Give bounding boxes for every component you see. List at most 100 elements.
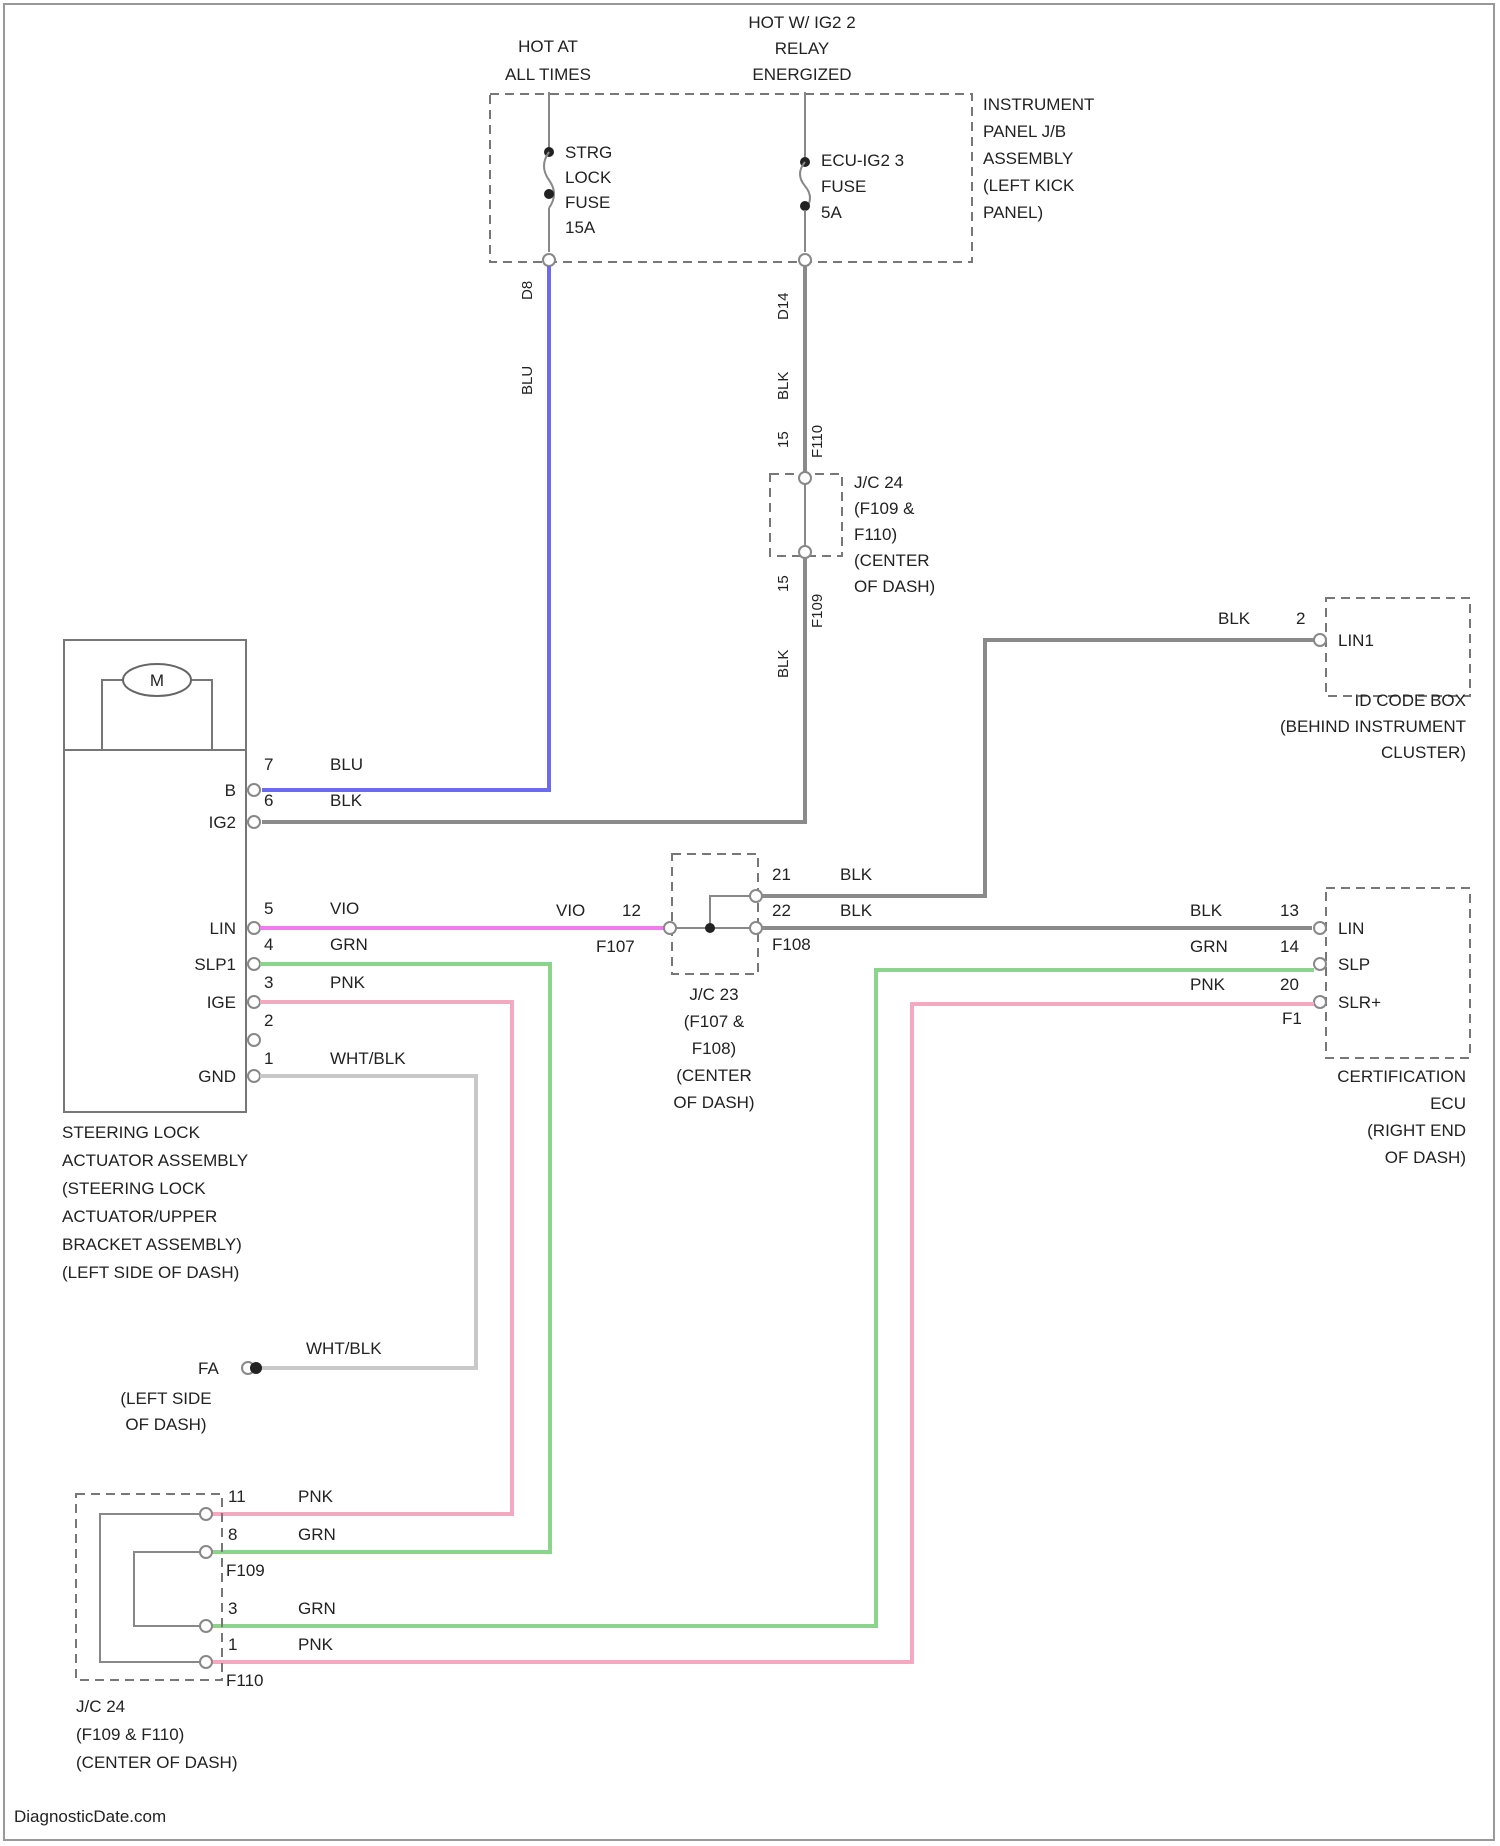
cert-ecu-pins xyxy=(1314,922,1326,1008)
svg-text:STEERING LOCK: STEERING LOCK xyxy=(62,1123,201,1142)
jc23-box xyxy=(672,854,758,974)
jc23-title: J/C 23 (F107 & F108) (CENTER OF DASH) xyxy=(673,985,754,1112)
label-f109: F109 xyxy=(809,594,826,628)
jb-pin-d8 xyxy=(543,254,555,266)
svg-text:(F109 &: (F109 & xyxy=(854,499,915,518)
svg-text:5A: 5A xyxy=(821,203,842,222)
label-f110-top: F110 xyxy=(809,425,826,458)
actuator-title: STEERING LOCK ACTUATOR ASSEMBLY (STEERIN… xyxy=(62,1123,248,1282)
label-blu-vertical: BLU xyxy=(519,366,536,395)
svg-text:BRACKET ASSEMBLY): BRACKET ASSEMBLY) xyxy=(62,1235,242,1254)
fuse-1-terminal-bottom xyxy=(544,189,554,199)
svg-text:J/C 24: J/C 24 xyxy=(854,473,903,492)
svg-text:F110): F110) xyxy=(854,525,897,544)
svg-text:SLR+: SLR+ xyxy=(1338,993,1381,1012)
svg-text:J/C 23: J/C 23 xyxy=(689,985,738,1004)
wire-grn-slp xyxy=(212,970,1314,1626)
svg-text:RELAY: RELAY xyxy=(775,39,830,58)
svg-text:2: 2 xyxy=(264,1011,273,1030)
svg-text:3: 3 xyxy=(264,973,273,992)
actuator-body xyxy=(64,640,246,1112)
svg-text:CLUSTER): CLUSTER) xyxy=(1381,743,1466,762)
svg-text:VIO: VIO xyxy=(330,899,359,918)
jc23-branch xyxy=(710,896,750,928)
wire-blu-strg-lock xyxy=(262,266,549,790)
hot-at-all-times-label: HOT AT ALL TIMES xyxy=(505,37,591,84)
jc24-bottom-title: J/C 24 (F109 & F110) (CENTER OF DASH) xyxy=(76,1697,238,1772)
hot-with-ig2-relay-label: HOT W/ IG2 2 RELAY ENERGIZED xyxy=(748,13,855,84)
svg-text:ASSEMBLY: ASSEMBLY xyxy=(983,149,1073,168)
svg-text:IG2: IG2 xyxy=(209,813,236,832)
ground-id: FA xyxy=(198,1359,219,1378)
svg-text:IGE: IGE xyxy=(207,993,236,1012)
svg-text:HOT W/ IG2 2: HOT W/ IG2 2 xyxy=(748,13,855,32)
svg-text:ALL TIMES: ALL TIMES xyxy=(505,65,591,84)
svg-text:LIN: LIN xyxy=(210,919,236,938)
jc23-pin-in xyxy=(664,922,676,934)
jc23-f108: F108 xyxy=(772,935,811,954)
ground-title: (LEFT SIDE OF DASH) xyxy=(120,1389,211,1434)
svg-text:WHT/BLK: WHT/BLK xyxy=(330,1049,406,1068)
svg-text:(LEFT SIDE OF DASH): (LEFT SIDE OF DASH) xyxy=(62,1263,239,1282)
svg-text:PANEL J/B: PANEL J/B xyxy=(983,122,1066,141)
fuse-2-terminal-bottom xyxy=(800,201,810,211)
svg-text:4: 4 xyxy=(264,935,273,954)
svg-text:GND: GND xyxy=(198,1067,236,1086)
svg-text:14: 14 xyxy=(1280,937,1299,956)
svg-text:HOT AT: HOT AT xyxy=(518,37,578,56)
svg-text:STRG: STRG xyxy=(565,143,612,162)
label-blk-vertical-2: BLK xyxy=(775,650,792,678)
jc23-pin12: 12 xyxy=(622,901,641,920)
jc23-pin-22 xyxy=(750,922,762,934)
svg-text:PNK: PNK xyxy=(1190,975,1226,994)
svg-text:ECU-IG2 3: ECU-IG2 3 xyxy=(821,151,904,170)
label-pin15-top: 15 xyxy=(775,431,792,448)
svg-text:BLK: BLK xyxy=(1190,901,1223,920)
svg-text:ID CODE BOX: ID CODE BOX xyxy=(1355,691,1466,710)
svg-text:(STEERING LOCK: (STEERING LOCK xyxy=(62,1179,206,1198)
svg-text:5: 5 xyxy=(264,899,273,918)
svg-text:(CENTER OF DASH): (CENTER OF DASH) xyxy=(76,1753,238,1772)
svg-text:FUSE: FUSE xyxy=(821,177,866,196)
svg-text:1: 1 xyxy=(264,1049,273,1068)
svg-text:ACTUATOR ASSEMBLY: ACTUATOR ASSEMBLY xyxy=(62,1151,248,1170)
id-code-box-lin1: LIN1 xyxy=(1338,631,1374,650)
jc23-pin22-number: 22 xyxy=(772,901,791,920)
jc23-splice-dot xyxy=(705,923,715,933)
jc23-pin-21 xyxy=(750,890,762,902)
svg-text:GRN: GRN xyxy=(330,935,368,954)
svg-text:20: 20 xyxy=(1280,975,1299,994)
label-pin15-bottom: 15 xyxy=(775,575,792,592)
svg-text:11: 11 xyxy=(228,1487,246,1506)
svg-text:OF DASH): OF DASH) xyxy=(673,1093,754,1112)
jc24-bottom-f109: F109 xyxy=(226,1561,265,1580)
svg-text:(LEFT KICK: (LEFT KICK xyxy=(983,176,1075,195)
jc24-bottom-box xyxy=(76,1494,222,1680)
svg-text:PNK: PNK xyxy=(298,1487,334,1506)
svg-text:BLU: BLU xyxy=(330,755,363,774)
wire-whtblk-gnd xyxy=(254,1076,476,1368)
label-blk-vertical-1: BLK xyxy=(775,372,792,400)
svg-text:GRN: GRN xyxy=(1190,937,1228,956)
actuator-wire-colors: BLU BLK VIO GRN PNK WHT/BLK xyxy=(330,755,406,1068)
svg-text:(LEFT SIDE: (LEFT SIDE xyxy=(120,1389,211,1408)
wire-blk-lin1 xyxy=(762,640,1314,896)
svg-text:1: 1 xyxy=(228,1635,237,1654)
wire-blk-ig2-lower xyxy=(262,558,805,822)
wire-pnk-slr xyxy=(212,1004,1314,1662)
svg-text:SLP: SLP xyxy=(1338,955,1370,974)
svg-text:6: 6 xyxy=(264,791,273,810)
jc24-bottom-link-outer xyxy=(100,1514,200,1662)
ground-wire-label: WHT/BLK xyxy=(306,1339,382,1358)
jc24-bottom-f110: F110 xyxy=(226,1671,264,1690)
instrument-panel-jb-title: INSTRUMENT PANEL J/B ASSEMBLY (LEFT KICK… xyxy=(983,95,1094,222)
svg-text:OF DASH): OF DASH) xyxy=(125,1415,206,1434)
jc24-mid-pin-top xyxy=(799,472,811,484)
svg-text:OF DASH): OF DASH) xyxy=(1385,1148,1466,1167)
actuator-pins xyxy=(248,784,260,1082)
jc24-mid-pin-bottom xyxy=(799,546,811,558)
svg-text:LOCK: LOCK xyxy=(565,168,612,187)
svg-text:GRN: GRN xyxy=(298,1599,336,1618)
svg-text:(CENTER: (CENTER xyxy=(676,1066,752,1085)
